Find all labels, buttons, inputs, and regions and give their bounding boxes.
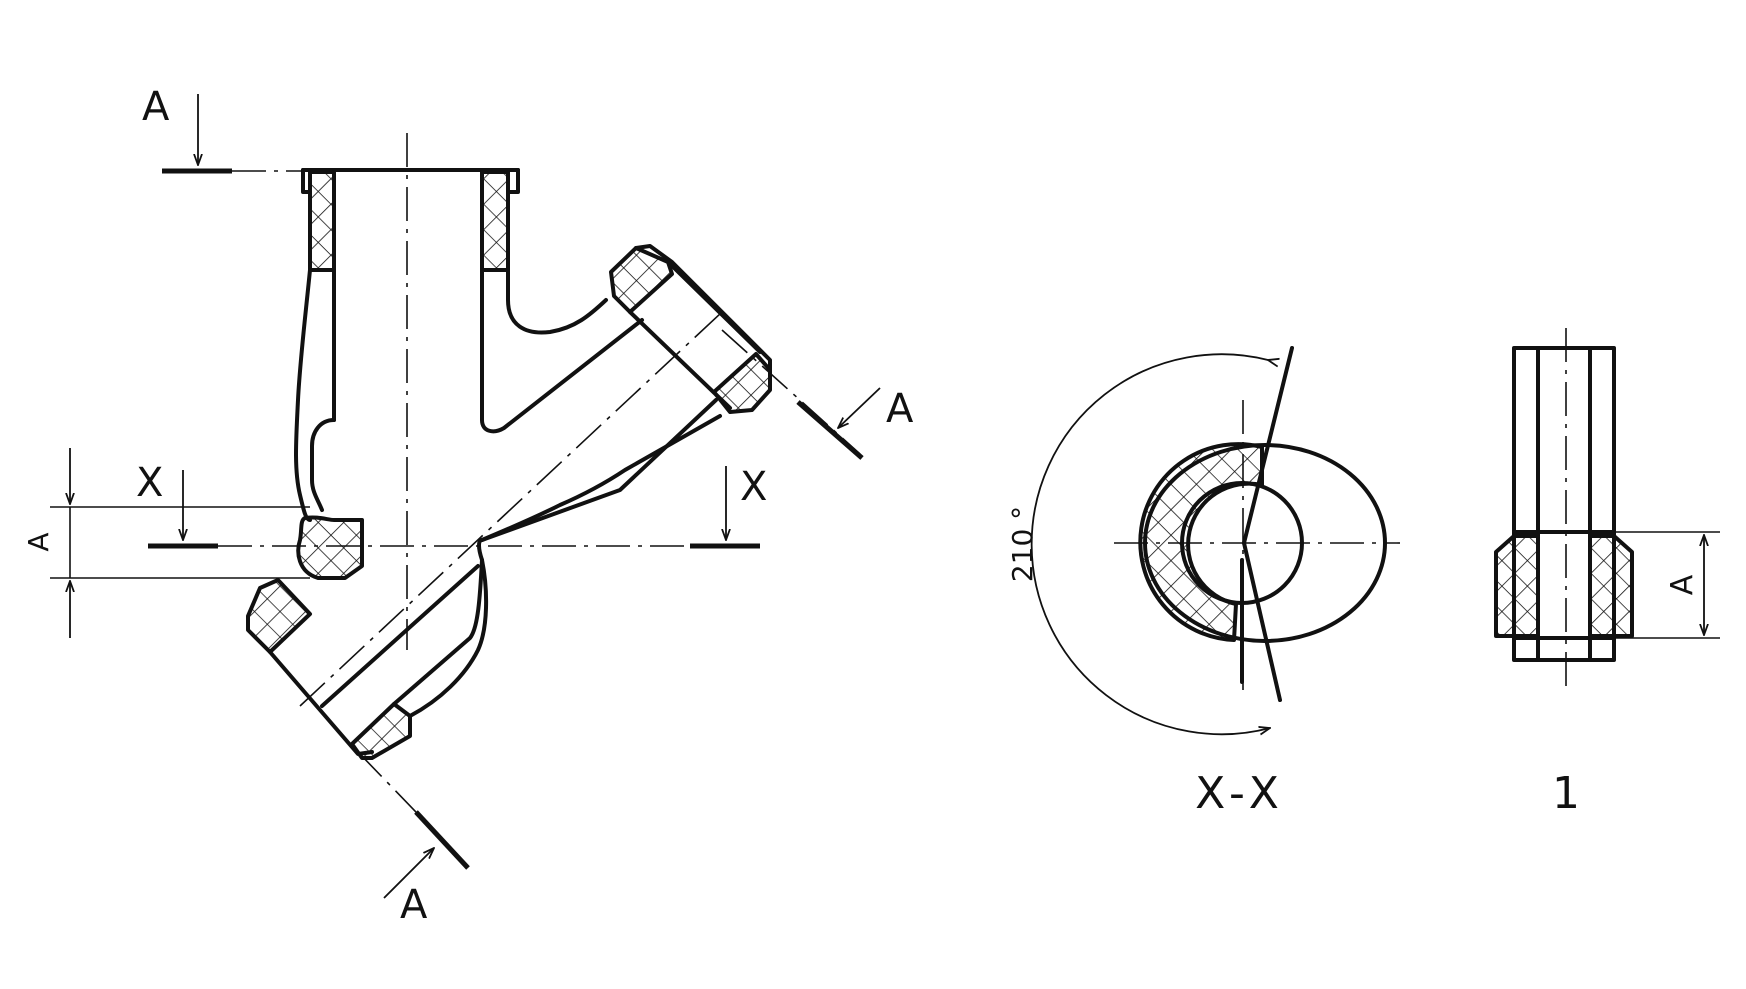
branch-upper-outer-wall <box>480 414 722 542</box>
view1-left-gasket <box>1494 534 1540 638</box>
branch-centerline <box>299 311 723 707</box>
arrow-a-right <box>838 387 881 428</box>
lower-left-flange-gasket <box>246 578 312 654</box>
cut-mark-a-right <box>796 400 864 460</box>
crotch-lower-edge <box>480 318 644 434</box>
branch-flange-outer <box>666 260 762 354</box>
xx-hatched-ring <box>1138 442 1264 642</box>
branch-upper-flange-gasket-bottom <box>712 352 772 414</box>
caption-xx: X-X <box>1195 768 1285 819</box>
arrow-a-bottom <box>383 848 434 899</box>
branch-lower-inner-wall <box>392 558 484 706</box>
branch-upper-inner <box>480 398 718 542</box>
xx-cut-line-lower <box>1242 541 1282 702</box>
y-branch-section-view <box>246 133 861 869</box>
top-flange-right-step <box>506 168 520 194</box>
section-xx-view: 210 ° X-X <box>1006 346 1400 819</box>
label-a-top: A <box>142 84 170 130</box>
lower-bottom-flange-gasket <box>350 702 412 760</box>
cut-mark-a-bottom <box>414 810 470 870</box>
caption-view-1: 1 <box>1552 768 1580 819</box>
crotch-inner-curve <box>506 268 608 335</box>
view1-outer-tube <box>1512 346 1616 662</box>
top-flange-left-step <box>301 168 312 194</box>
cut-plane-a-right-line <box>721 329 861 455</box>
label-a-right: A <box>886 386 914 432</box>
branch-lower-outer-wall <box>408 538 489 718</box>
section-markers: A A A X X A <box>22 84 914 928</box>
branch-bore-lower <box>320 564 480 708</box>
label-dim-a-left: A <box>22 532 55 551</box>
view-1: A 1 <box>1494 328 1720 819</box>
label-x-right: X <box>740 464 767 510</box>
angle-arc <box>1030 353 1270 734</box>
bore-left-inner <box>310 418 336 512</box>
branch-flange-face <box>634 244 772 374</box>
body-outer-left-wall <box>294 268 312 522</box>
branch-bore-upper <box>628 310 732 410</box>
label-a-bottom: A <box>400 882 428 928</box>
label-dim-a-right: A <box>1665 574 1700 595</box>
label-x-left: X <box>136 460 163 506</box>
top-right-gasket <box>480 170 510 272</box>
view1-right-gasket <box>1588 534 1634 638</box>
top-left-gasket <box>308 170 336 272</box>
side-port-gasket <box>296 515 364 580</box>
label-angle: 210 ° <box>1006 506 1039 582</box>
